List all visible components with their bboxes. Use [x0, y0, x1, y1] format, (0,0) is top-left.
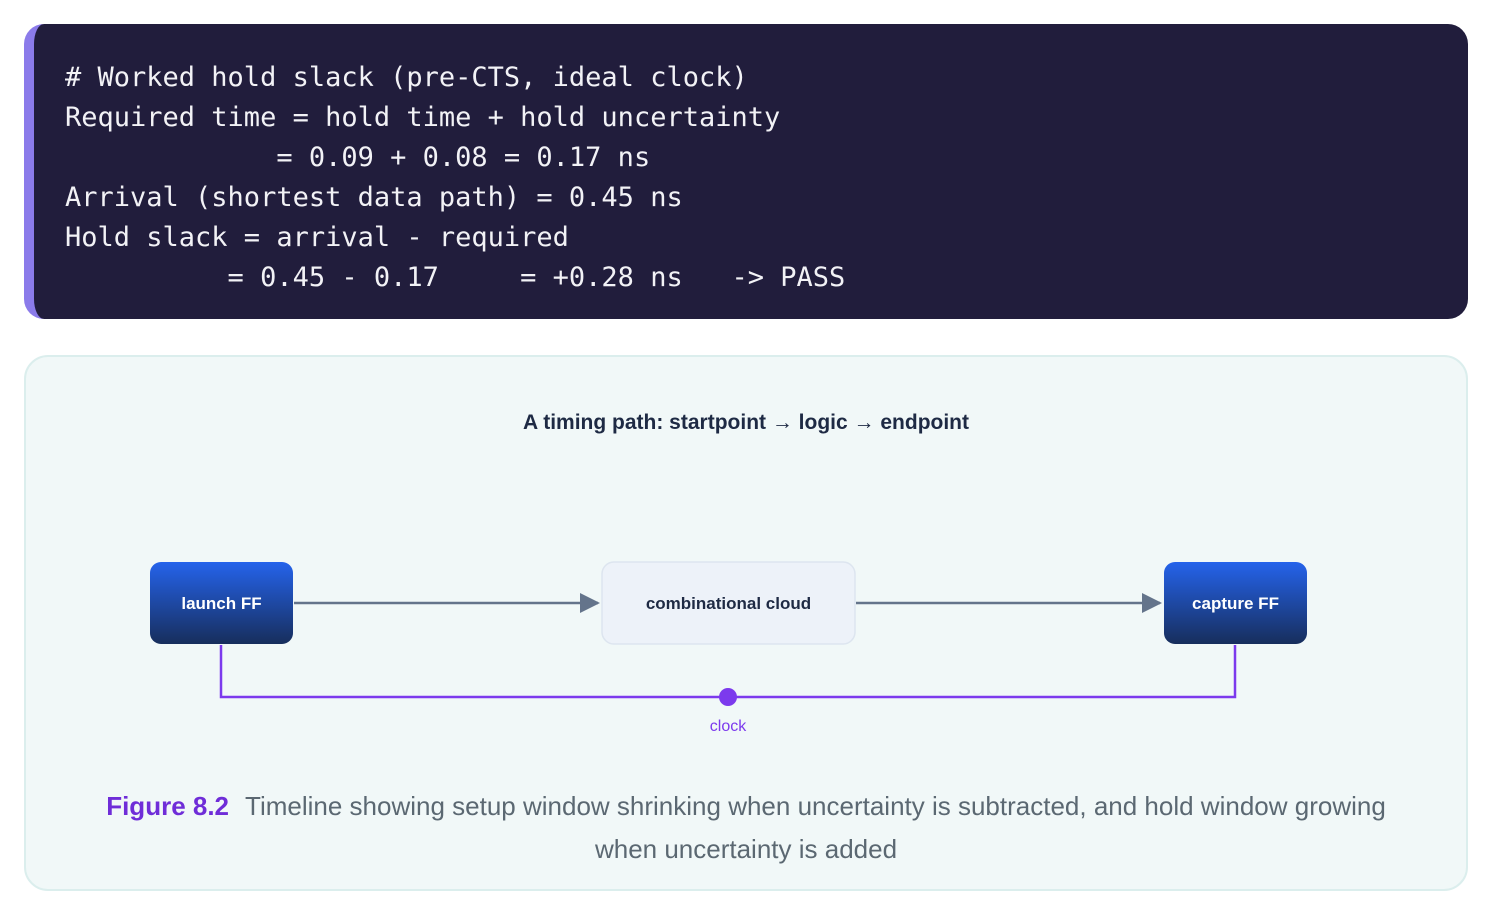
diagram-title: A timing path: startpoint → logic → endp… [523, 411, 969, 434]
code-line: Arrival (shortest data path) = 0.45 ns [65, 182, 683, 213]
timing-path-diagram: A timing path: startpoint → logic → endp… [150, 411, 1307, 735]
code-line: Hold slack = arrival - required [65, 222, 569, 253]
code-line: = 0.45 - 0.17 = +0.28 ns -> PASS [65, 262, 846, 293]
combinational-cloud-node: combinational cloud [601, 561, 856, 645]
clock-label: clock [710, 718, 747, 735]
figure-card: A timing path: startpoint → logic → endp… [24, 355, 1468, 891]
combinational-cloud-label: combinational cloud [646, 594, 811, 613]
launch-ff-label: launch FF [181, 594, 261, 613]
caption-text: Timeline showing setup window shrinking … [245, 791, 1386, 864]
code-line: = 0.09 + 0.08 = 0.17 ns [65, 142, 651, 173]
capture-ff-label: capture FF [1192, 594, 1279, 613]
capture-ff-node: capture FF [1164, 562, 1307, 644]
code-block: # Worked hold slack (pre-CTS, ideal cloc… [24, 24, 1468, 319]
caption-label: Figure 8.2 [106, 791, 230, 821]
code-line: Required time = hold time + hold uncerta… [65, 102, 781, 133]
figure-caption: Figure 8.2 Timeline showing setup window … [76, 785, 1416, 871]
clock-node [719, 688, 737, 706]
code-line: # Worked hold slack (pre-CTS, ideal cloc… [65, 62, 748, 93]
launch-ff-node: launch FF [150, 562, 293, 644]
